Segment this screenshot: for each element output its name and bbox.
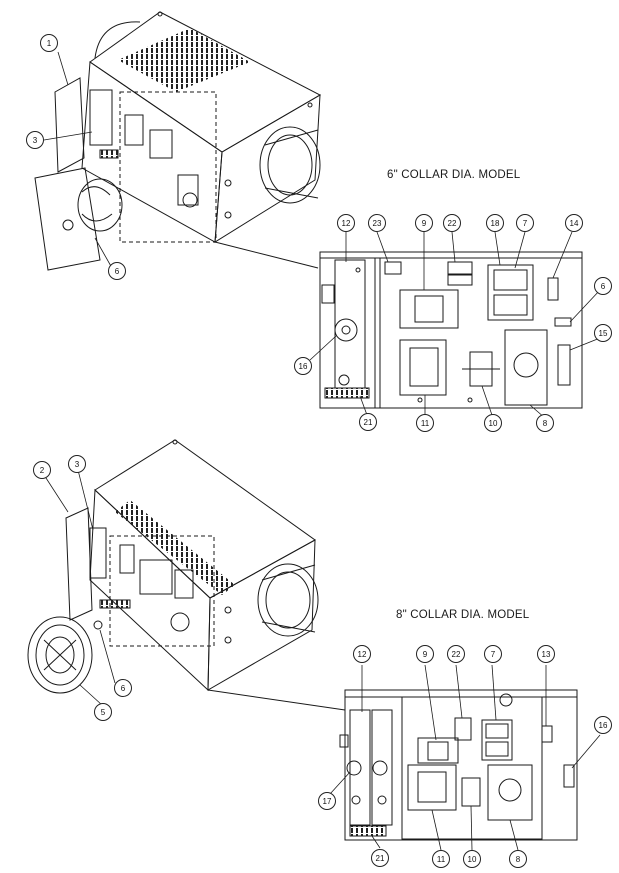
callout-14: 14 <box>565 214 583 232</box>
panel-detail-6in <box>319 251 583 409</box>
callout-10: 10 <box>484 414 502 432</box>
callout-7-8in: 7 <box>484 645 502 663</box>
model-title-6in: 6" COLLAR DIA. MODEL <box>387 169 521 181</box>
callout-22: 22 <box>443 214 461 232</box>
model-title-8in: 8" COLLAR DIA. MODEL <box>396 609 530 621</box>
panel-detail-8in <box>339 689 578 841</box>
callout-22-8in: 22 <box>447 645 465 663</box>
callout-10-8in: 10 <box>463 850 481 868</box>
housing-8in <box>27 439 346 711</box>
callout-3: 3 <box>26 131 44 149</box>
callout-8-8in: 8 <box>509 850 527 868</box>
callout-9-8in: 9 <box>416 645 434 663</box>
callout-11-8in: 11 <box>432 850 450 868</box>
callout-11: 11 <box>416 414 434 432</box>
callout-13: 13 <box>537 645 555 663</box>
callout-6b: 6 <box>594 277 612 295</box>
callout-17: 17 <box>318 792 336 810</box>
callout-5: 5 <box>94 703 112 721</box>
callout-21: 21 <box>359 413 377 431</box>
callout-12: 12 <box>337 214 355 232</box>
callout-18: 18 <box>486 214 504 232</box>
callout-7: 7 <box>516 214 534 232</box>
callout-15: 15 <box>594 324 612 342</box>
callout-16: 16 <box>294 357 312 375</box>
housing-6in <box>34 11 322 271</box>
callout-6-8in: 6 <box>114 679 132 697</box>
callout-3-8in: 3 <box>68 455 86 473</box>
callout-9: 9 <box>415 214 433 232</box>
callout-21-8in: 21 <box>371 849 389 867</box>
callout-8: 8 <box>536 414 554 432</box>
callout-6: 6 <box>108 262 126 280</box>
callout-12-8in: 12 <box>353 645 371 663</box>
leader-lines <box>43 51 601 851</box>
callout-23: 23 <box>368 214 386 232</box>
callout-1: 1 <box>40 34 58 52</box>
callout-2: 2 <box>33 461 51 479</box>
callout-16-8in: 16 <box>594 716 612 734</box>
